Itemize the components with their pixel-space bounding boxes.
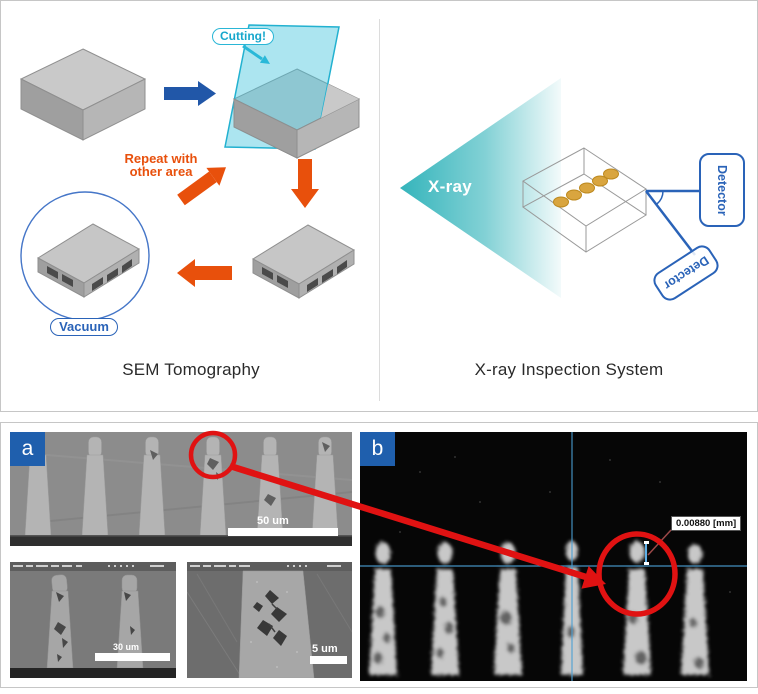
cyan-arrow-icon [242,44,270,64]
sem-defects-icon [54,592,135,662]
panel-b-tag: b [360,432,395,466]
sample-tray-icon [522,147,647,253]
panel-a-tag: a [10,432,45,466]
sem-image-detail-right: 5 um [187,562,352,678]
sliced-sample-icon [252,224,355,299]
sample-slab-icon [19,48,147,141]
vertical-divider [379,19,380,401]
scale-label-50um: 50 um [257,515,289,527]
top-diagram-box: Cutting! Repeat with other area Vacuum S… [0,0,758,412]
cutting-label: Cutting! [212,28,274,45]
xray-beam-label: X-ray [428,177,473,196]
sem-metadata-bar [13,565,164,567]
vacuum-label: Vacuum [50,318,118,336]
repeat-label: Repeat with other area [113,152,209,178]
scale-label-30um: 30 um [113,642,139,652]
panel-a-label: a [21,437,34,460]
scale-bar-50um [228,528,338,536]
repeat-label-line2: other area [129,164,193,179]
orange-left-arrow-icon [177,259,232,287]
orange-diagonal-arrow-icon [177,167,226,206]
scale-bar-30um [95,653,170,661]
xray-system-caption: X-ray Inspection System [474,360,664,379]
blue-arrow-icon [164,81,216,106]
detector-top-box: Detector [699,153,745,227]
scale-bar-5um [310,656,347,664]
vacuum-chamber-icon [20,191,150,321]
xray-image [360,432,747,681]
orange-down-arrow-icon [291,159,319,208]
sem-void-crack-icon [253,590,287,646]
panel-b-label: b [371,437,384,460]
sem-image-main: 50 um [10,432,352,546]
scale-label-5um: 5 um [312,643,338,655]
slab-cutting-icon [224,24,361,159]
xray-beam-icon [400,78,561,298]
repeat-label-line1: Repeat with [124,151,198,166]
sample-dots-icon [553,168,619,208]
detector-lines-icon [645,189,701,256]
measurement-value-label: 0.00880 [mm] [671,516,742,531]
detector-top-label: Detector [715,164,729,216]
sem-xray-diagram [19,24,701,321]
sem-image-detail-left: 30 um [10,562,176,678]
sem-tomography-caption: SEM Tomography [122,360,260,379]
